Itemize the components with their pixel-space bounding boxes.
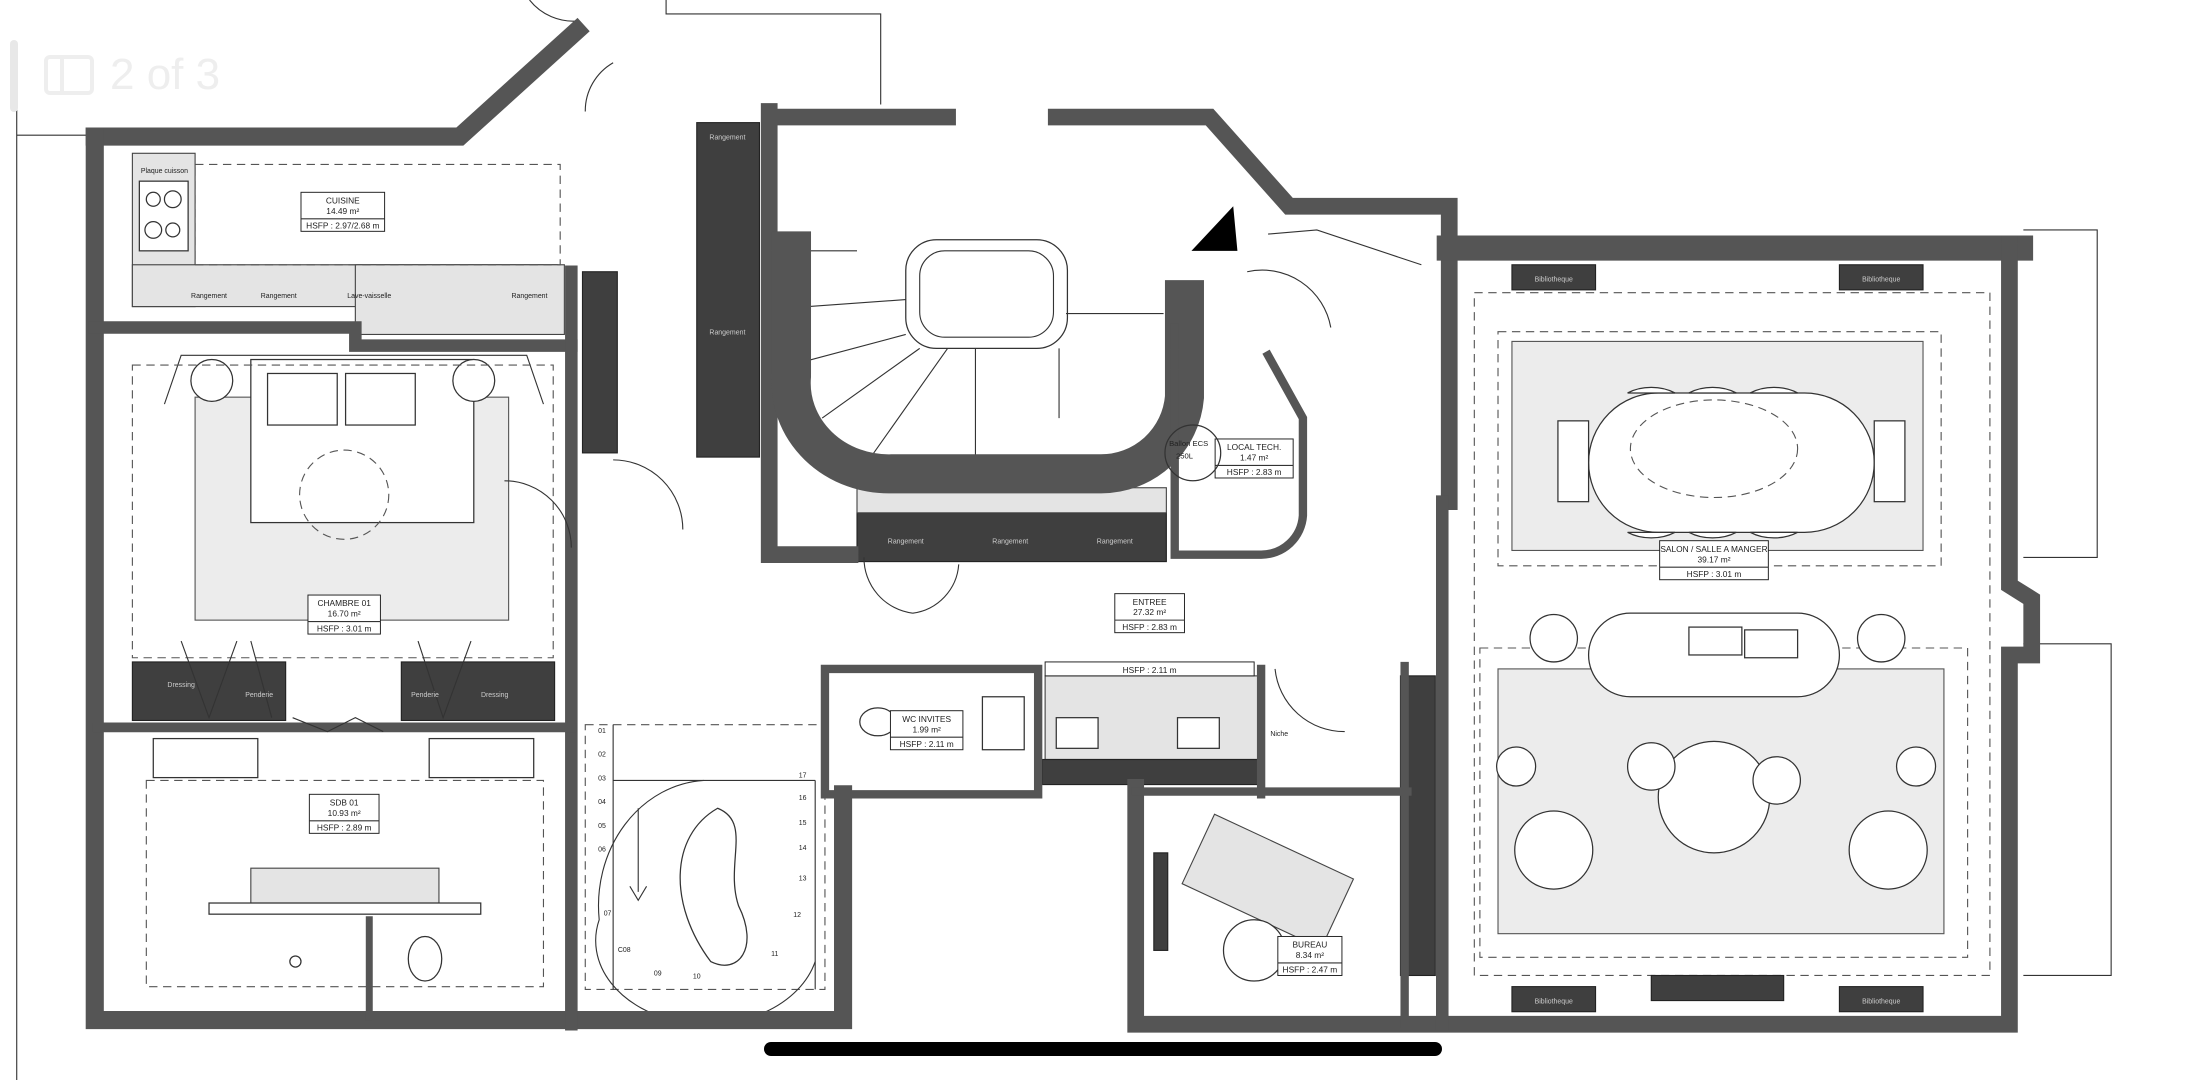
- room-name: LOCAL TECH.: [1227, 442, 1281, 452]
- stair-step-number: 06: [598, 846, 606, 853]
- hob-label: Plaque cuisson: [141, 168, 188, 175]
- stair-step-number: 13: [799, 876, 807, 883]
- room-label-box: [1277, 935, 1343, 976]
- fixture-labels: Plaque cuisson Rangement Rangement Lave-…: [141, 134, 1901, 1005]
- rangement-label: Rangement: [709, 134, 745, 141]
- ballon-label: Ballon ECS: [1169, 439, 1208, 448]
- walls: [85, 17, 2041, 1033]
- room-label: LOCAL TECH.1.47 m² HSFP : 2.83 m: [1214, 438, 1294, 479]
- room-area: 1.99 m²: [913, 724, 942, 734]
- dishwasher-label: Lave-vaisselle: [347, 293, 391, 300]
- room-name: SDB 01: [330, 797, 359, 807]
- room-area: 1.47 m²: [1240, 453, 1269, 463]
- image-counter-badge[interactable]: 2 of 3: [18, 40, 246, 110]
- room-hsfp: HSFP : 3.01 m: [1687, 569, 1742, 579]
- penderie-label: Penderie: [245, 692, 273, 699]
- bibliotheque-label: Bibliotheque: [1862, 276, 1900, 283]
- room-name: BUREAU: [1292, 940, 1327, 950]
- north-arrow-icon: [1191, 206, 1238, 251]
- room-area: 27.32 m²: [1133, 607, 1166, 617]
- room-area: 16.70 m²: [328, 609, 361, 619]
- stair-step-number: 11: [771, 951, 778, 958]
- doors: [180, 62, 1345, 733]
- stair-step-number: 05: [598, 823, 606, 830]
- rangement-label: Rangement: [709, 329, 745, 336]
- room-label-box: [300, 191, 386, 232]
- room-area: 39.17 m²: [1697, 554, 1730, 564]
- viewer-edge-handle: [10, 40, 18, 112]
- room-label-box: [1659, 540, 1769, 581]
- room-name: WC INVITES: [902, 714, 951, 724]
- gallery-icon: [44, 55, 94, 95]
- stair-step-number: 03: [598, 775, 606, 782]
- room-area: 10.93 m²: [328, 808, 361, 818]
- dressing-label: Dressing: [481, 692, 509, 699]
- boiler: Ballon ECS 250L: [1164, 424, 1222, 482]
- room-label-box: [1114, 593, 1185, 634]
- stair-step-number: 01: [598, 728, 606, 735]
- ballon-volume-label: 250L: [1176, 451, 1193, 460]
- room-name: CHAMBRE 01: [317, 598, 371, 608]
- room-name: SALON / SALLE A MANGER: [1660, 544, 1767, 554]
- stair-step-number: 07: [604, 911, 612, 918]
- room-label-box: [307, 594, 381, 635]
- bibliotheque-label: Bibliotheque: [1535, 998, 1573, 1005]
- stair-step-number: 02: [598, 752, 606, 759]
- room-hsfp: HSFP : 2.97/2.68 m: [306, 221, 379, 231]
- room-hsfp: HSFP : 2.47 m: [1283, 965, 1338, 975]
- rangement-label: Rangement: [512, 293, 548, 300]
- dressing-label: Dressing: [167, 682, 195, 689]
- room-label-box: [889, 710, 964, 751]
- stair-step-number: 15: [799, 820, 807, 827]
- stair-step-number: 12: [793, 912, 801, 919]
- bibliotheque-label: Bibliotheque: [1862, 998, 1900, 1005]
- hsfp-label: HSFP : 2.11 m: [1123, 665, 1177, 675]
- room-label-box: [1214, 438, 1294, 479]
- stair-step-number: 10: [693, 973, 701, 980]
- rangement-label: Rangement: [888, 538, 924, 545]
- room-area: 8.34 m²: [1296, 950, 1325, 960]
- rangement-label: Rangement: [191, 293, 227, 300]
- niche-label: Niche: [1270, 731, 1288, 738]
- room-hsfp: HSFP : 3.01 m: [317, 623, 372, 633]
- stair-step-number: 16: [799, 795, 807, 802]
- room-hsfp: HSFP : 2.11 m: [900, 739, 954, 749]
- room-hsfp: HSFP : 2.83 m: [1227, 467, 1282, 477]
- room-name: ENTREE: [1133, 597, 1167, 607]
- room-area: 14.49 m²: [326, 206, 359, 216]
- room-hsfp: HSFP : 2.89 m: [317, 823, 372, 833]
- rangement-label: Rangement: [1097, 538, 1133, 545]
- exterior-lines: [16, 0, 2112, 1080]
- room-name: CUISINE: [326, 195, 360, 205]
- penderie-label: Penderie: [411, 692, 439, 699]
- stair-step-number: 17: [799, 773, 807, 780]
- stair-step-number: 14: [799, 845, 807, 852]
- stair-step-number: 04: [598, 799, 606, 806]
- home-indicator[interactable]: [764, 1042, 1442, 1056]
- room-label-box: [308, 793, 380, 834]
- bibliotheque-label: Bibliotheque: [1535, 276, 1573, 283]
- stair-step-number: C08: [618, 947, 631, 954]
- rangement-label: Rangement: [261, 293, 297, 300]
- rangement-label: Rangement: [992, 538, 1028, 545]
- image-counter: 2 of 3: [110, 50, 221, 99]
- room-hsfp: HSFP : 2.83 m: [1122, 622, 1177, 632]
- stair-step-number: 09: [654, 970, 662, 977]
